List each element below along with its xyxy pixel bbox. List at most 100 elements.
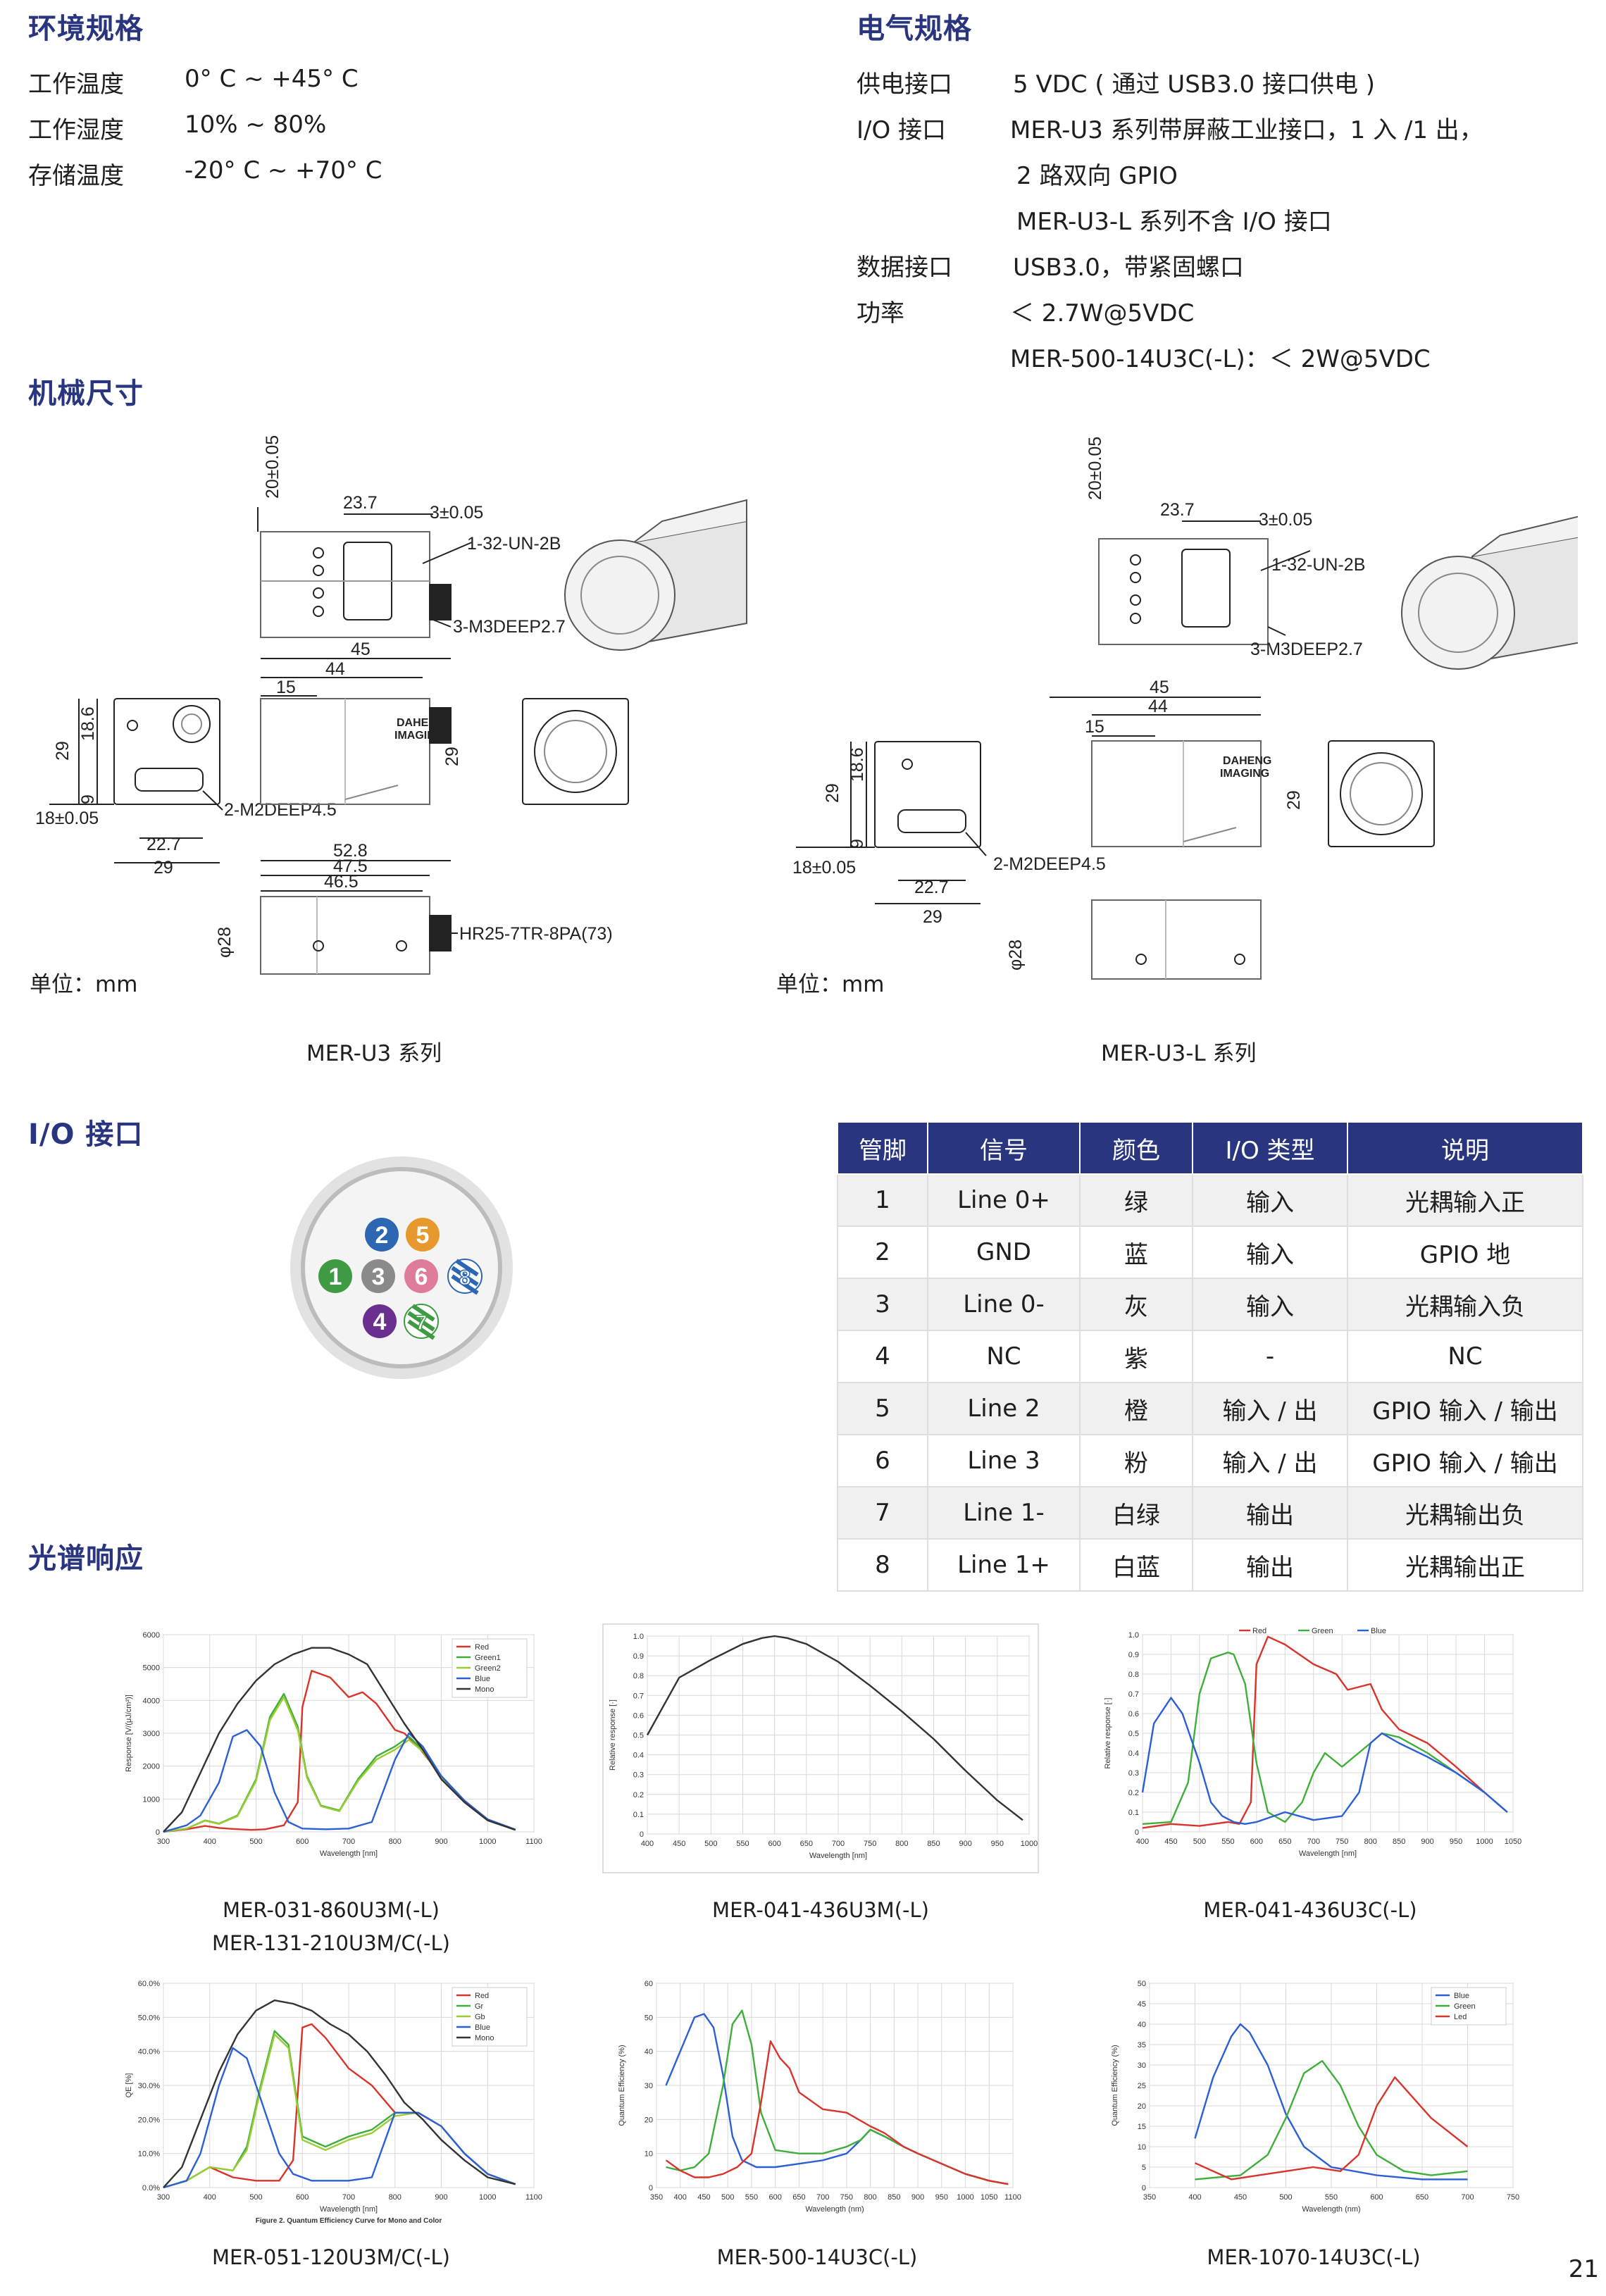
cell-color: 灰 [1079,1278,1193,1331]
x-tick-label: 950 [1450,1838,1462,1846]
cell-type: 输出 [1192,1486,1348,1540]
x-tick-label: 550 [745,2193,758,2202]
y-tick-label: 0 [1135,1828,1139,1837]
io-pin-8: 8 [447,1259,483,1295]
legend-label: Mono [475,1685,494,1694]
mech-u3l-d45: 45 [1150,678,1169,697]
mech-u3-d28: φ28 [215,927,235,958]
x-tick-label: 900 [911,2193,924,2202]
elec-power-line2: MER-500-14U3C(-L)：＜ 2W@5VDC [1010,345,1431,373]
chart-1-caption-b: MER-131-210U3M/C(-L) [212,1931,450,1955]
x-tick-label: 700 [342,2193,355,2202]
x-tick-label: 1050 [981,2193,997,2202]
cell-signal: Line 1- [927,1486,1081,1540]
y-tick-label: 5000 [143,1664,160,1673]
legend-label: Led [1454,2013,1467,2021]
y-tick-label: 60 [645,1980,653,1988]
mech-u3-d475: 47.5 [333,856,368,876]
elec-io-label: I/O 接口 [857,116,947,144]
cell-pin: 7 [837,1486,928,1540]
cell-type: 输入 [1192,1278,1348,1331]
mech-u3l-thread: 1-32-UN-2B [1271,555,1365,575]
legend-label: Blue [1454,1992,1469,2000]
mech-u3-d3: 3±0.05 [430,503,483,523]
env-value-temp: 0° C ~ +45° C [185,65,359,93]
mech-drawing-u3l: 20±0.05 23.7 3±0.05 1-32-UN-2B 3-M3DEEP2… [792,437,1578,980]
x-tick-label: 850 [888,2193,900,2202]
cell-pin: 1 [837,1173,928,1227]
x-tick-label: 800 [389,2193,402,2202]
mech-u3l-logo2: IMAGING [1220,768,1269,780]
cell-signal: Line 2 [927,1382,1081,1435]
x-tick-label: 700 [1307,1838,1320,1846]
env-value-humidity: 10% ~ 80% [185,111,327,139]
x-tick-label: 1100 [525,1838,542,1846]
series-line-blue [1141,1697,1508,1825]
mech-u3l-d29-bottom: 29 [923,907,942,927]
x-tick-label: 950 [991,1840,1004,1848]
cell-color: 白蓝 [1079,1538,1193,1592]
cell-signal: GND [927,1225,1081,1279]
x-tick-label: 550 [1221,1838,1234,1846]
cell-signal: Line 3 [927,1434,1081,1487]
x-tick-label: 800 [389,1838,402,1846]
series-line-mono [163,1647,516,1833]
x-tick-label: 650 [800,1840,813,1848]
cell-desc: 光耦输入负 [1347,1278,1583,1331]
x-axis-label: Wavelength [nm] [1299,1849,1357,1858]
legend-label: Green [1454,2002,1476,2011]
mech-u3-d29-side: 29 [442,747,462,766]
y-tick-label: 0 [156,1828,160,1837]
x-tick-label: 600 [1250,1838,1263,1846]
y-tick-label: 45 [1138,2000,1146,2009]
x-tick-label: 400 [674,2193,687,2202]
x-tick-label: 450 [1164,1838,1177,1846]
mech-u3-logo2: IMAGING [394,730,444,742]
elec-power-line1: ＜ 2.7W@5VDC [1010,299,1195,327]
elec-io-line3: MER-U3-L 系列不含 I/O 接口 [1016,208,1332,236]
legend-label: Blue [475,2023,490,2032]
mech-drawing-u3: 20±0.05 23.7 3±0.05 1-32-UN-2B 3-M3DEEP2… [35,435,747,975]
cell-pin: 3 [837,1278,928,1331]
elec-heading: 电气规格 [857,13,972,45]
y-tick-label: 0.5 [1128,1730,1139,1738]
cell-desc: 光耦输入正 [1347,1173,1583,1227]
io-pin-6 [404,1259,438,1293]
cell-signal: Line 0+ [927,1173,1081,1227]
x-tick-label: 1100 [1004,2193,1021,2202]
y-tick-label: 1.0 [1128,1631,1139,1640]
y-axis-label: Relative response [·] [609,1699,617,1771]
chart-5-caption: MER-500-14U3C(-L) [716,2245,918,2269]
mech-u3l-d237: 23.7 [1160,500,1195,520]
mech-u3l-d15: 15 [1085,717,1104,737]
x-tick-label: 400 [641,1840,654,1848]
y-tick-label: 0.8 [1128,1671,1139,1679]
mech-u3-m2: 2-M2DEEP4.5 [224,800,337,820]
io-pin-2 [365,1218,399,1252]
series-line-blue [163,2047,516,2189]
env-label-humidity: 工作湿度 [28,116,124,144]
x-axis-label: Wavelength [nm] [809,1852,867,1860]
x-tick-label: 450 [1234,2193,1247,2202]
x-tick-label: 900 [959,1840,971,1848]
x-tick-label: 500 [721,2193,734,2202]
env-heading: 环境规格 [28,13,144,45]
y-axis-label: QE [%] [125,2073,133,2098]
y-tick-label: 4000 [143,1697,160,1705]
series-line-blue [1194,2023,1468,2180]
x-tick-label: 700 [342,1838,355,1846]
elec-io-line1: MER-U3 系列带屏蔽工业接口，1 入 /1 出， [1010,116,1483,144]
cell-color: 紫 [1079,1330,1193,1383]
y-tick-label: 10 [1138,2143,1146,2152]
x-tick-label: 400 [1188,2193,1201,2202]
y-tick-label: 0.4 [633,1752,644,1760]
io-pin-1-label: 1 [329,1264,342,1290]
io-pin-4 [363,1304,397,1338]
io-pin-5 [406,1218,440,1252]
mech-u3-d18: 18±0.05 [35,809,99,828]
y-tick-label: 0.6 [1128,1710,1139,1718]
